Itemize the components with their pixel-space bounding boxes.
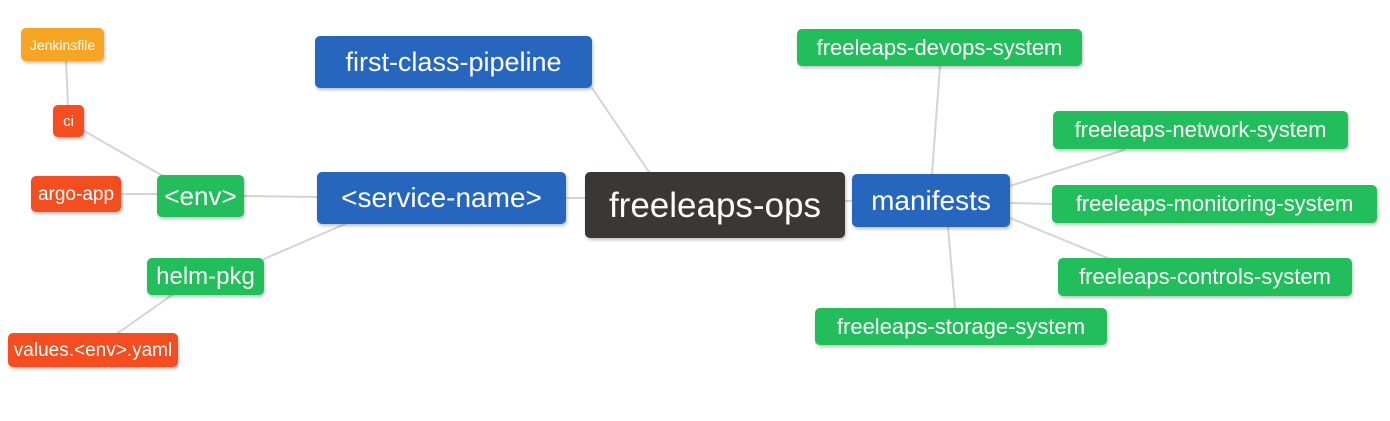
node-jenkinsfile[interactable]: Jenkinsfile: [21, 28, 104, 61]
node-freeleaps-ops[interactable]: freeleaps-ops: [585, 172, 845, 238]
node-freeleaps-monitoring-system[interactable]: freeleaps-monitoring-system: [1052, 185, 1377, 223]
node-freeleaps-network-system[interactable]: freeleaps-network-system: [1053, 111, 1348, 149]
node-freeleaps-storage-system[interactable]: freeleaps-storage-system: [815, 308, 1107, 345]
node-service-name[interactable]: <service-name>: [317, 172, 566, 224]
node-env[interactable]: <env>: [157, 175, 244, 217]
node-helm-pkg[interactable]: helm-pkg: [147, 258, 264, 295]
node-argo-app[interactable]: argo-app: [31, 176, 121, 212]
node-manifests[interactable]: manifests: [852, 174, 1010, 227]
node-first-class-pipeline[interactable]: first-class-pipeline: [315, 36, 592, 88]
node-values-env-yaml[interactable]: values.<env>.yaml: [8, 333, 178, 367]
node-freeleaps-devops-system[interactable]: freeleaps-devops-system: [797, 29, 1082, 66]
node-ci[interactable]: ci: [53, 105, 84, 137]
node-freeleaps-controls-system[interactable]: freeleaps-controls-system: [1058, 258, 1352, 296]
